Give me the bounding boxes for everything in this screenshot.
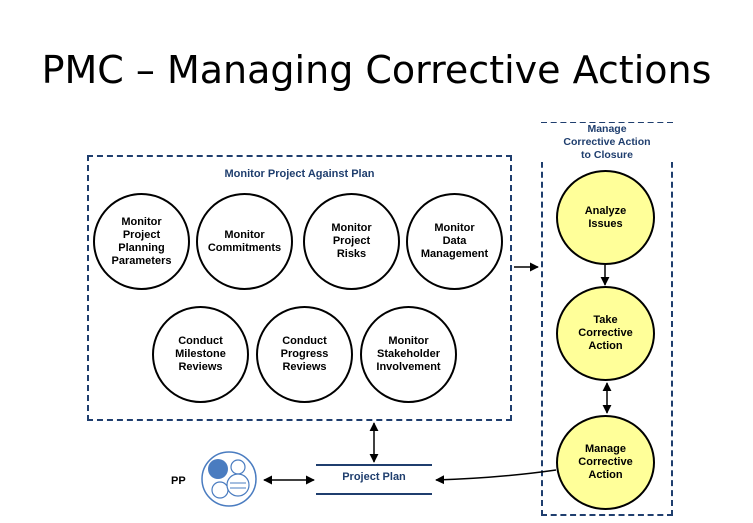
circle-manage-corrective-action: Manage Corrective Action [556, 415, 655, 510]
monitor-project-label: Monitor Project Against Plan [224, 168, 375, 180]
circle-monitor-commitments: Monitor Commitments [196, 193, 293, 290]
circle-monitor-stakeholder-involvement: Monitor Stakeholder Involvement [360, 306, 457, 403]
monitor-project-box [87, 155, 512, 421]
circle-monitor-planning-parameters: Monitor Project Planning Parameters [93, 193, 190, 290]
pp-label: PP [171, 475, 186, 487]
circle-conduct-milestone-reviews: Conduct Milestone Reviews [152, 306, 249, 403]
page-title: PMC – Managing Corrective Actions [41, 48, 712, 92]
circle-analyze-issues: Analyze Issues [556, 170, 655, 265]
circle-take-corrective-action: Take Corrective Action [556, 286, 655, 381]
pp-icon [201, 451, 257, 507]
circle-conduct-progress-reviews: Conduct Progress Reviews [256, 306, 353, 403]
project-plan-label: Project Plan [342, 471, 406, 483]
circle-monitor-project-risks: Monitor Project Risks [303, 193, 400, 290]
arrow-manage-to-project-plan [435, 469, 557, 485]
circle-monitor-data-management: Monitor Data Management [406, 193, 503, 290]
corrective-action-closure-label: Manage Corrective Action to Closure [541, 123, 673, 162]
